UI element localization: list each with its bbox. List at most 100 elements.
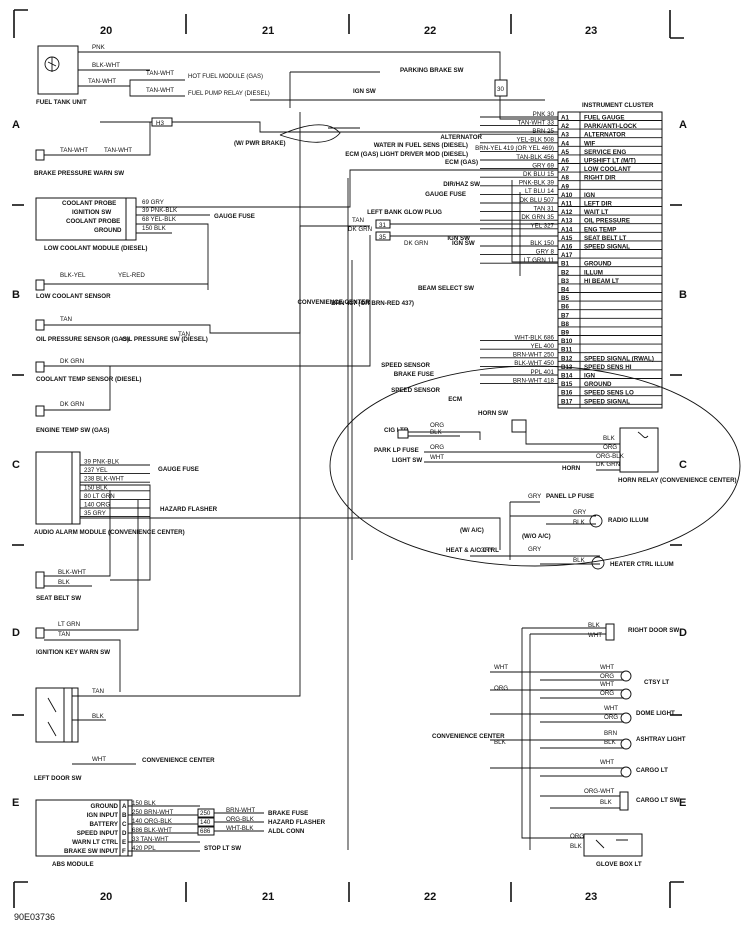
gauge-fuse-1: GAUGE FUSE [214, 213, 255, 220]
cluster-wire-label: BRN-YEL 419 (OR YEL 469) [475, 145, 554, 152]
ign-sw-top: IGN SW [353, 88, 376, 95]
low-coolant-sensor: LOW COOLANT SENSOR [36, 293, 111, 300]
svg-text:LT GRN: LT GRN [58, 621, 80, 628]
svg-text:BLK-WHT: BLK-WHT [58, 569, 86, 576]
svg-text:TAN: TAN [92, 688, 104, 695]
svg-text:31: 31 [379, 222, 386, 229]
abs-wire-label: 140 ORG-BLK [132, 818, 173, 825]
row-label-right: D [679, 627, 687, 639]
svg-text:WHT: WHT [600, 664, 614, 671]
cluster-pin-label: LEFT DIR [584, 201, 612, 208]
cluster-pin: A12 [561, 209, 573, 216]
svg-text:TAN-WHT: TAN-WHT [146, 70, 174, 77]
row-label-right: B [679, 289, 687, 301]
svg-text:WHT: WHT [600, 681, 614, 688]
heat-ac-ctrl: HEAT & A/C CTRL [446, 547, 499, 554]
audio-wire-label: 80 LT GRN [84, 493, 115, 500]
cluster-pin-label: RIGHT DIR [584, 175, 616, 182]
cluster-pin-label: SPEED SENS HI [584, 364, 632, 371]
svg-text:ORG: ORG [600, 690, 614, 697]
row-label-left: D [12, 627, 20, 639]
abs-pin: E [122, 839, 126, 846]
cluster-pin-label: ILLUM [584, 269, 603, 276]
horn-sw: HORN SW [478, 410, 508, 417]
cluster-pin: B4 [561, 287, 569, 294]
ctsy-lt: CTSY LT [644, 679, 669, 686]
cluster-pin-label: WAIT LT [584, 209, 609, 216]
audio-hazard: HAZARD FLASHER [160, 506, 218, 513]
svg-text:YEL-RED: YEL-RED [118, 272, 145, 279]
row-label-right: C [679, 459, 687, 471]
cluster-pin: B12 [561, 355, 573, 362]
svg-text:DK GRN: DK GRN [596, 461, 620, 468]
cluster-source-label: ALTERNATOR [440, 134, 482, 141]
dome-light: DOME LIGHT [636, 710, 675, 717]
audio-wire-label: 39 PNK-BLK [84, 459, 120, 466]
svg-text:BLK: BLK [603, 435, 616, 442]
cluster-pin: A3 [561, 132, 569, 139]
svg-text:TAN: TAN [178, 331, 190, 338]
oil-pressure-sensor: OIL PRESSURE SENSOR (GAS) [36, 336, 129, 343]
row-label-left: B [12, 289, 20, 301]
cluster-source-label: ECM [448, 396, 462, 403]
svg-text:BLK: BLK [573, 557, 586, 564]
svg-text:TAN-WHT: TAN-WHT [60, 147, 88, 154]
horn-area: HORN SW CIG LTR ORG BLK PARK LP FUSE LIG… [329, 365, 741, 570]
cluster-pin: B10 [561, 338, 573, 345]
svg-text:GRY: GRY [573, 509, 586, 516]
audio-wire-label: 238 BLK-WHT [84, 476, 124, 483]
cluster-wire-label: GRY 69 [532, 162, 554, 169]
panel-lp-fuse: PANEL LP FUSE [546, 493, 594, 500]
glove-box-lt: GLOVE BOX LT [596, 861, 642, 868]
cluster-pin: B2 [561, 269, 569, 276]
long-wires [347, 178, 558, 850]
svg-text:BLK: BLK [430, 429, 443, 436]
cluster-pin-label: IGN [584, 192, 596, 199]
cluster-wire-label: WHT-BLK 686 [514, 334, 554, 341]
abs-splice-num: 250 [200, 810, 211, 817]
svg-text:ORG: ORG [603, 444, 617, 451]
svg-text:COOLANT PROBE: COOLANT PROBE [62, 200, 116, 207]
abs-wire-label: 150 BLK [132, 800, 157, 807]
fuel-tank-unit-label: FUEL TANK UNIT [36, 99, 87, 106]
svg-text:35: 35 [379, 234, 386, 241]
coolant-temp-sensor: COOLANT TEMP SENSOR (DIESEL) [36, 376, 141, 383]
right-door-sw: RIGHT DOOR SW [628, 627, 679, 634]
sensors-left: BLK-YEL YEL-RED LOW COOLANT SENSOR TAN O… [35, 225, 371, 434]
figure-id: 90E03736 [14, 912, 55, 922]
left-switches: BLK-WHT BLK SEAT BELT SW LT GRN TAN IGNI… [34, 112, 301, 782]
svg-text:ORG-WHT: ORG-WHT [584, 788, 614, 795]
svg-text:BLK: BLK [570, 843, 583, 850]
abs-title: ABS MODULE [52, 861, 94, 868]
cluster-source-label: WATER IN FUEL SENS (DIESEL) [374, 142, 468, 149]
cluster-wire-label: DK GRN 35 [521, 214, 554, 221]
left-door-sw: LEFT DOOR SW [34, 775, 82, 782]
abs-right-wire-label: ORG-BLK [226, 816, 255, 823]
cluster-pin: B9 [561, 330, 569, 337]
cluster-pin: A15 [561, 235, 573, 242]
svg-text:68 YEL-BLK: 68 YEL-BLK [142, 216, 177, 223]
audio-wire-label: 35 GRY [84, 510, 106, 517]
cluster-pin: A9 [561, 183, 569, 190]
right-lamps: BLK WHT RIGHT DOOR SW WHT WHT ORG WHT OR… [432, 622, 686, 868]
svg-text:H3: H3 [156, 120, 164, 127]
cluster-wire-label: YEL 327 [530, 223, 554, 230]
fuel-tank-area: FUEL TANK UNIT PNK BLK-WHT TAN-WHT TAN-W… [34, 44, 558, 177]
cluster-pin: B3 [561, 278, 569, 285]
cluster-pin: A8 [561, 175, 569, 182]
cluster-pin: A2 [561, 123, 569, 130]
ignition-key-warn-sw: IGNITION KEY WARN SW [36, 649, 110, 656]
cluster-source-label: IGN SW [447, 235, 470, 242]
abs-pin-label: BATTERY [89, 821, 118, 828]
cluster-pin-label: UPSHIFT LT (M/T) [584, 158, 636, 165]
hot-fuel-module: HOT FUEL MODULE (GAS) [188, 74, 263, 80]
svg-text:TAN-WHT: TAN-WHT [88, 78, 116, 85]
cluster-wire-label: TAN 31 [533, 205, 554, 212]
cluster-wire-label: BLK-WHT 450 [514, 360, 554, 367]
cluster-pin-label: SPEED SIGNAL [584, 398, 630, 405]
audio-wire-label: 140 ORG [84, 502, 110, 509]
audio-gauge-fuse: GAUGE FUSE [158, 466, 199, 473]
cluster-pin: B6 [561, 304, 569, 311]
cig-ltr: CIG LTR [384, 427, 409, 434]
svg-text:BLK-WHT: BLK-WHT [92, 62, 120, 69]
